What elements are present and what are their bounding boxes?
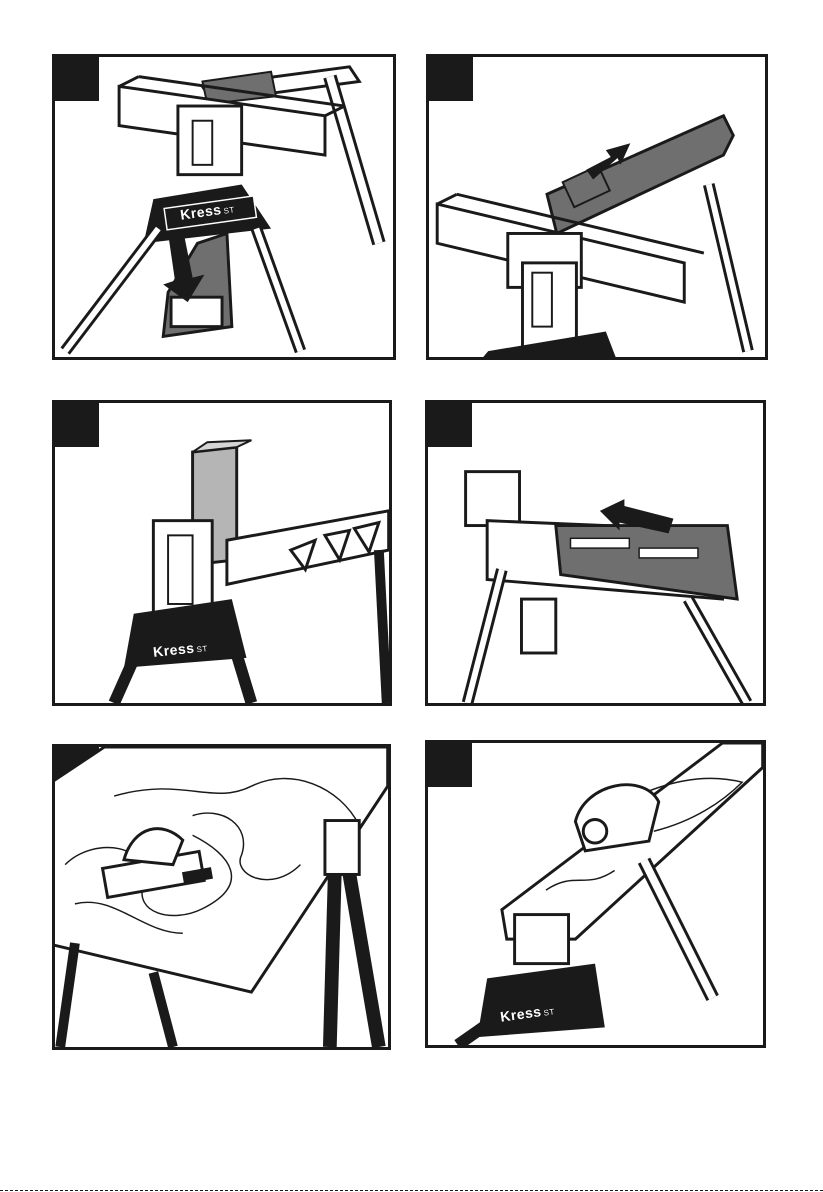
slide-out-arm-illustration [429, 57, 765, 357]
panel-5 [52, 744, 391, 1050]
panel-3: KressST [52, 400, 392, 706]
panel-2 [426, 54, 768, 360]
panel-4 [425, 400, 766, 706]
panel-1: KressST [52, 54, 396, 360]
cut-line [0, 1190, 823, 1191]
vertical-clamp-illustration [55, 403, 389, 703]
panel-6: KressST [425, 740, 766, 1048]
planer-support-illustration [428, 743, 763, 1045]
retract-arm-illustration [428, 403, 763, 703]
jigsaw-support-illustration [55, 747, 388, 1047]
